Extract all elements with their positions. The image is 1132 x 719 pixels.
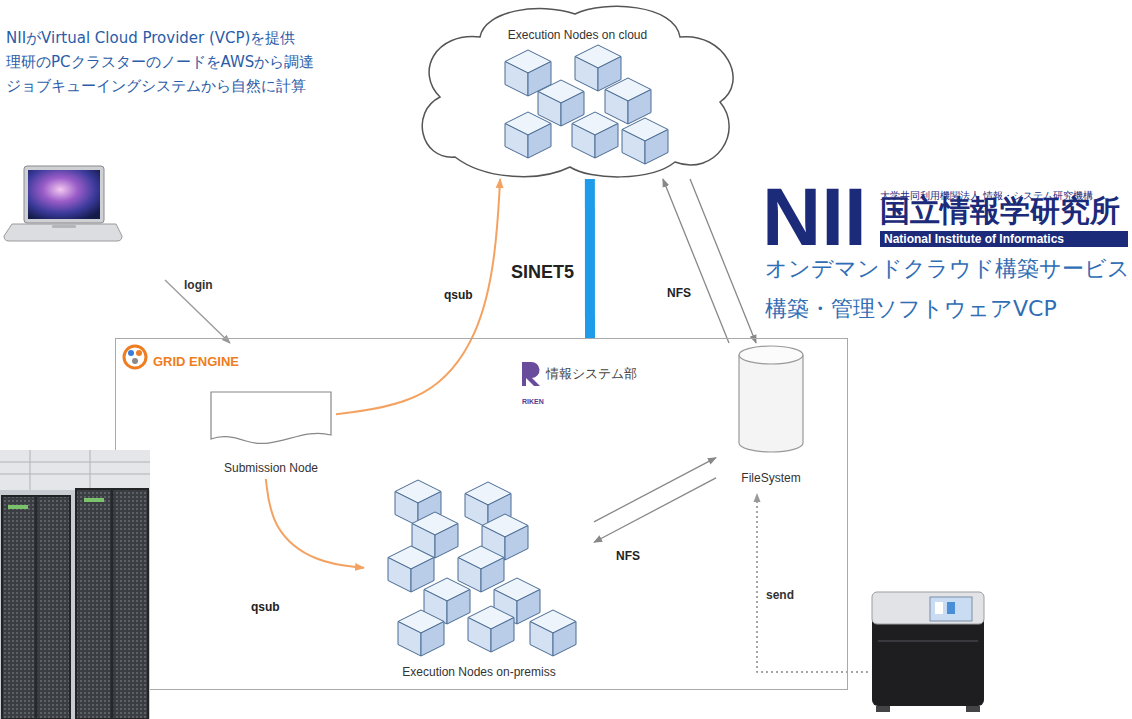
region-box: Submission NodeFileSystemExecution Nodes… — [115, 338, 848, 690]
server-cube-group — [505, 45, 668, 164]
server-cube — [398, 622, 421, 657]
node-label: GRID ENGINE — [153, 354, 239, 370]
server-cube — [435, 524, 458, 559]
connector-group — [266, 179, 756, 568]
server-rack-photo — [8, 505, 28, 509]
node-label: RIKEN — [522, 398, 544, 406]
annotation-text: 構築・管理ソフトウェアVCP — [765, 296, 1057, 322]
connector — [266, 479, 364, 568]
sequencer-illustration — [878, 640, 978, 642]
sequencer-illustration — [872, 592, 984, 712]
cluster-servers — [364, 477, 594, 661]
edge-label: NFS — [615, 549, 641, 563]
server-cube — [505, 526, 528, 561]
riken-icon — [522, 362, 540, 386]
cylinder-shape — [716, 343, 826, 455]
server-cube — [468, 618, 491, 653]
cylinder-top — [739, 346, 803, 364]
edge-label: SINET5 — [510, 262, 575, 284]
server-cube — [388, 558, 411, 593]
node-label: Execution Nodes on cloud — [508, 28, 647, 42]
server-cube — [595, 124, 618, 159]
laptop-illustration — [4, 166, 122, 241]
annotation-text: オンデマンドクラウド構築サービス — [765, 256, 1130, 282]
server-cube — [645, 130, 668, 165]
grid-engine-icon — [124, 346, 146, 368]
annotation-text: ジョブキューイングシステムから自然に計算 — [6, 77, 306, 95]
laptop-illustration — [24, 166, 104, 223]
connector — [690, 179, 756, 343]
edge-label: NFS — [666, 286, 692, 300]
sequencer-illustration — [876, 706, 890, 712]
server-cube — [465, 494, 488, 529]
banner-text: National Institute of Informatics — [880, 231, 1128, 247]
server-cube — [447, 590, 470, 625]
cylinder-body — [739, 355, 803, 452]
grid-engine-icon — [136, 350, 142, 356]
server-cube — [622, 130, 645, 165]
server-cube — [421, 622, 444, 657]
node-label: FileSystem — [741, 471, 800, 485]
sequencer-illustration — [947, 602, 955, 614]
edge-label: qsub — [250, 600, 281, 614]
edge-label: qsub — [443, 288, 474, 302]
annotation-text: send — [766, 588, 794, 602]
server-cube — [572, 124, 595, 159]
server-cube — [395, 492, 418, 527]
annotation-text: NII — [762, 176, 867, 258]
server-rack-photo — [0, 450, 150, 490]
node-label: 情報システム部 — [546, 366, 637, 382]
server-cube — [505, 124, 528, 159]
storage-cylinder: FileSystem — [716, 343, 826, 485]
annotation-text: NIIがVirtual Cloud Provider (VCP)を提供 — [6, 29, 295, 47]
connector — [594, 478, 716, 542]
leader-line — [757, 494, 868, 672]
server-cube-group — [388, 480, 576, 656]
annotation-text: login — [184, 278, 213, 292]
grid-engine-icon — [132, 358, 138, 364]
connector — [594, 458, 716, 522]
node-label: Submission Node — [224, 461, 318, 475]
document-outline — [211, 392, 331, 443]
server-cube — [505, 62, 528, 97]
sequencer-illustration — [930, 597, 972, 621]
server-cube — [530, 622, 553, 657]
connector — [336, 179, 500, 414]
connector — [663, 179, 729, 343]
laptop-illustration — [52, 225, 76, 228]
annotation-text: 国立情報学研究所 — [880, 196, 1120, 226]
grid-engine-icon — [128, 350, 134, 356]
server-cube — [575, 57, 598, 92]
sequencer-illustration — [966, 706, 980, 712]
server-cube — [528, 124, 551, 159]
server-rack-photo — [36, 489, 112, 719]
sequencer-illustration — [935, 602, 943, 614]
annotation-text: 理研のPCクラスターのノードをAWSから調達 — [6, 53, 314, 71]
document-shape — [206, 389, 336, 449]
grid-engine-icon — [124, 346, 146, 368]
cloud-node: Execution Nodes on cloud — [410, 2, 745, 179]
document-node: Submission Node — [206, 389, 336, 479]
server-rack-photo — [0, 450, 150, 719]
server-cube — [553, 622, 576, 657]
laptop-illustration — [28, 170, 100, 219]
server-rack-photo — [0, 450, 150, 490]
riken-icon — [522, 362, 540, 386]
server-rack-photo — [0, 0, 150, 719]
server-rack-photo — [84, 498, 104, 502]
node-label: Execution Nodes on-premiss — [402, 665, 555, 679]
laptop-illustration — [4, 224, 122, 241]
cloud-outline — [422, 6, 733, 177]
network-link — [585, 179, 595, 338]
sequencer-illustration — [872, 592, 984, 624]
server-cube — [491, 618, 514, 653]
node-cluster: Execution Nodes on-premiss — [364, 477, 594, 681]
